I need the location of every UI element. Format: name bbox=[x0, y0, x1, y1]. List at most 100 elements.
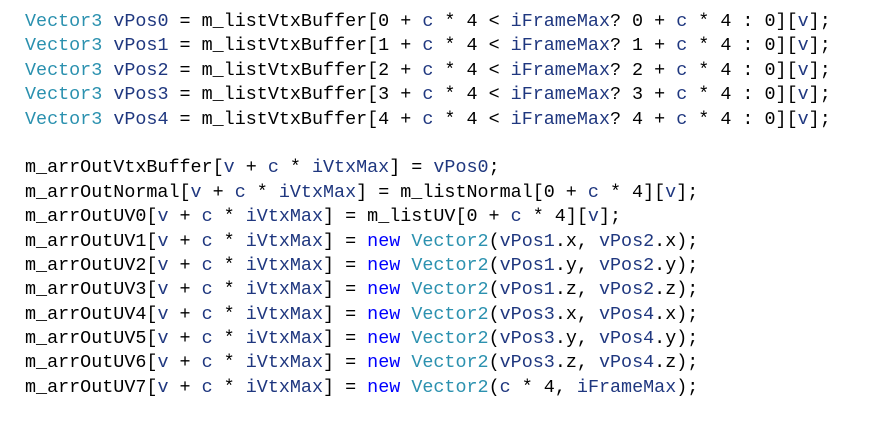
code-token: ] = bbox=[323, 254, 368, 276]
variable-token: vPos3 bbox=[499, 352, 555, 374]
variable-token: v bbox=[797, 84, 809, 106]
code-token bbox=[102, 109, 113, 130]
variable-token: v bbox=[587, 206, 599, 228]
code-token: ? 2 + bbox=[609, 59, 677, 81]
code-token: * 4 < bbox=[433, 84, 511, 106]
code-line: Vector3 vPos0 = m_listVtxBuffer[0 + c * … bbox=[25, 10, 831, 34]
variable-token: vPos1 bbox=[499, 279, 555, 301]
code-token: ( bbox=[488, 279, 500, 301]
variable-token: c bbox=[676, 35, 688, 57]
variable-token: vPos0 bbox=[433, 157, 489, 179]
variable-token: iVtxMax bbox=[245, 303, 324, 325]
variable-token: v bbox=[157, 303, 169, 325]
code-token: .x); bbox=[654, 230, 699, 252]
code-token: .y, bbox=[554, 254, 599, 276]
code-token bbox=[102, 84, 113, 105]
variable-token: c bbox=[422, 11, 434, 32]
code-token: ); bbox=[676, 376, 699, 398]
code-token: ]; bbox=[808, 35, 831, 57]
type-token: Vector2 bbox=[411, 376, 489, 398]
code-token: * bbox=[245, 181, 279, 203]
variable-token: v bbox=[157, 206, 169, 228]
code-token: ]; bbox=[676, 181, 699, 203]
variable-token: c bbox=[676, 11, 688, 32]
code-line: Vector3 vPos2 = m_listVtxBuffer[2 + c * … bbox=[25, 59, 831, 83]
variable-token: iVtxMax bbox=[278, 181, 357, 203]
code-token: * bbox=[212, 352, 246, 374]
code-token: ]; bbox=[598, 206, 622, 228]
code-token: * 4 : 0][ bbox=[687, 11, 798, 32]
variable-token: vPos4 bbox=[598, 328, 655, 350]
keyword-token: new bbox=[367, 376, 401, 398]
keyword-token: new bbox=[367, 230, 401, 252]
code-token: ? 0 + bbox=[609, 11, 677, 32]
variable-token: c bbox=[201, 279, 213, 301]
variable-token: v bbox=[157, 352, 169, 374]
code-token bbox=[400, 352, 411, 373]
code-token: .x, bbox=[554, 303, 599, 325]
variable-token: iFrameMax bbox=[510, 35, 610, 57]
variable-token: c bbox=[201, 352, 213, 374]
code-token: = m_listVtxBuffer[1 + bbox=[168, 35, 423, 57]
code-token: m_arrOutUV0[ bbox=[25, 206, 158, 228]
code-token: * bbox=[212, 279, 246, 301]
code-token: * 4, bbox=[510, 376, 577, 398]
variable-token: c bbox=[422, 35, 434, 57]
code-token: .z); bbox=[654, 352, 699, 374]
code-token: + bbox=[168, 206, 202, 228]
variable-token: iFrameMax bbox=[510, 108, 610, 130]
variable-token: v bbox=[157, 328, 169, 350]
code-token: ] = m_listUV[0 + bbox=[323, 206, 511, 228]
variable-token: v bbox=[797, 108, 809, 130]
type-token: Vector2 bbox=[411, 352, 489, 374]
variable-token: iVtxMax bbox=[245, 352, 324, 374]
code-token: ] = bbox=[323, 352, 368, 374]
code-token: * bbox=[278, 157, 312, 179]
code-token: * bbox=[212, 206, 246, 228]
code-token: ? 4 + bbox=[609, 108, 677, 130]
type-token: Vector2 bbox=[411, 303, 489, 325]
code-token: ( bbox=[488, 328, 500, 350]
code-token: .y); bbox=[654, 254, 699, 276]
code-token: = m_listVtxBuffer[4 + bbox=[168, 108, 423, 130]
variable-token: vPos0 bbox=[113, 11, 169, 32]
code-token: ; bbox=[488, 157, 500, 179]
type-token: Vector2 bbox=[411, 279, 489, 301]
code-token: m_arrOutUV7[ bbox=[25, 376, 158, 398]
code-token: + bbox=[168, 303, 202, 325]
variable-token: c bbox=[676, 59, 688, 81]
code-token: + bbox=[168, 230, 202, 252]
code-token: ( bbox=[488, 230, 500, 252]
variable-token: v bbox=[665, 181, 677, 203]
variable-token: c bbox=[676, 84, 688, 106]
code-token: * 4][ bbox=[598, 181, 666, 203]
variable-token: v bbox=[223, 157, 235, 179]
code-line: m_arrOutUV0[v + c * iVtxMax] = m_listUV[… bbox=[25, 205, 831, 229]
code-token: * 4 < bbox=[433, 59, 511, 81]
keyword-token: new bbox=[367, 328, 401, 350]
variable-token: v bbox=[157, 376, 169, 398]
code-line: m_arrOutUV7[v + c * iVtxMax] = new Vecto… bbox=[25, 376, 831, 400]
code-token: .x); bbox=[654, 303, 699, 325]
variable-token: vPos3 bbox=[499, 328, 555, 350]
variable-token: v bbox=[157, 254, 169, 276]
variable-token: v bbox=[157, 279, 169, 301]
code-token: * 4 : 0][ bbox=[687, 59, 798, 81]
variable-token: vPos2 bbox=[598, 279, 655, 301]
code-token: .z, bbox=[554, 352, 599, 374]
code-token: ]; bbox=[808, 11, 831, 32]
code-token: m_arrOutUV2[ bbox=[25, 254, 158, 276]
code-token: ] = bbox=[323, 279, 368, 301]
code-token: * bbox=[212, 230, 246, 252]
variable-token: vPos4 bbox=[598, 303, 655, 325]
keyword-token: new bbox=[367, 303, 401, 325]
variable-token: iFrameMax bbox=[576, 376, 677, 398]
code-token: ] = bbox=[323, 230, 368, 252]
type-token: Vector3 bbox=[25, 84, 103, 106]
variable-token: c bbox=[201, 230, 213, 252]
code-token: m_arrOutUV5[ bbox=[25, 328, 158, 350]
code-token: m_arrOutUV4[ bbox=[25, 303, 158, 325]
code-token bbox=[400, 304, 411, 325]
keyword-token: new bbox=[367, 279, 401, 301]
code-token bbox=[102, 60, 113, 81]
